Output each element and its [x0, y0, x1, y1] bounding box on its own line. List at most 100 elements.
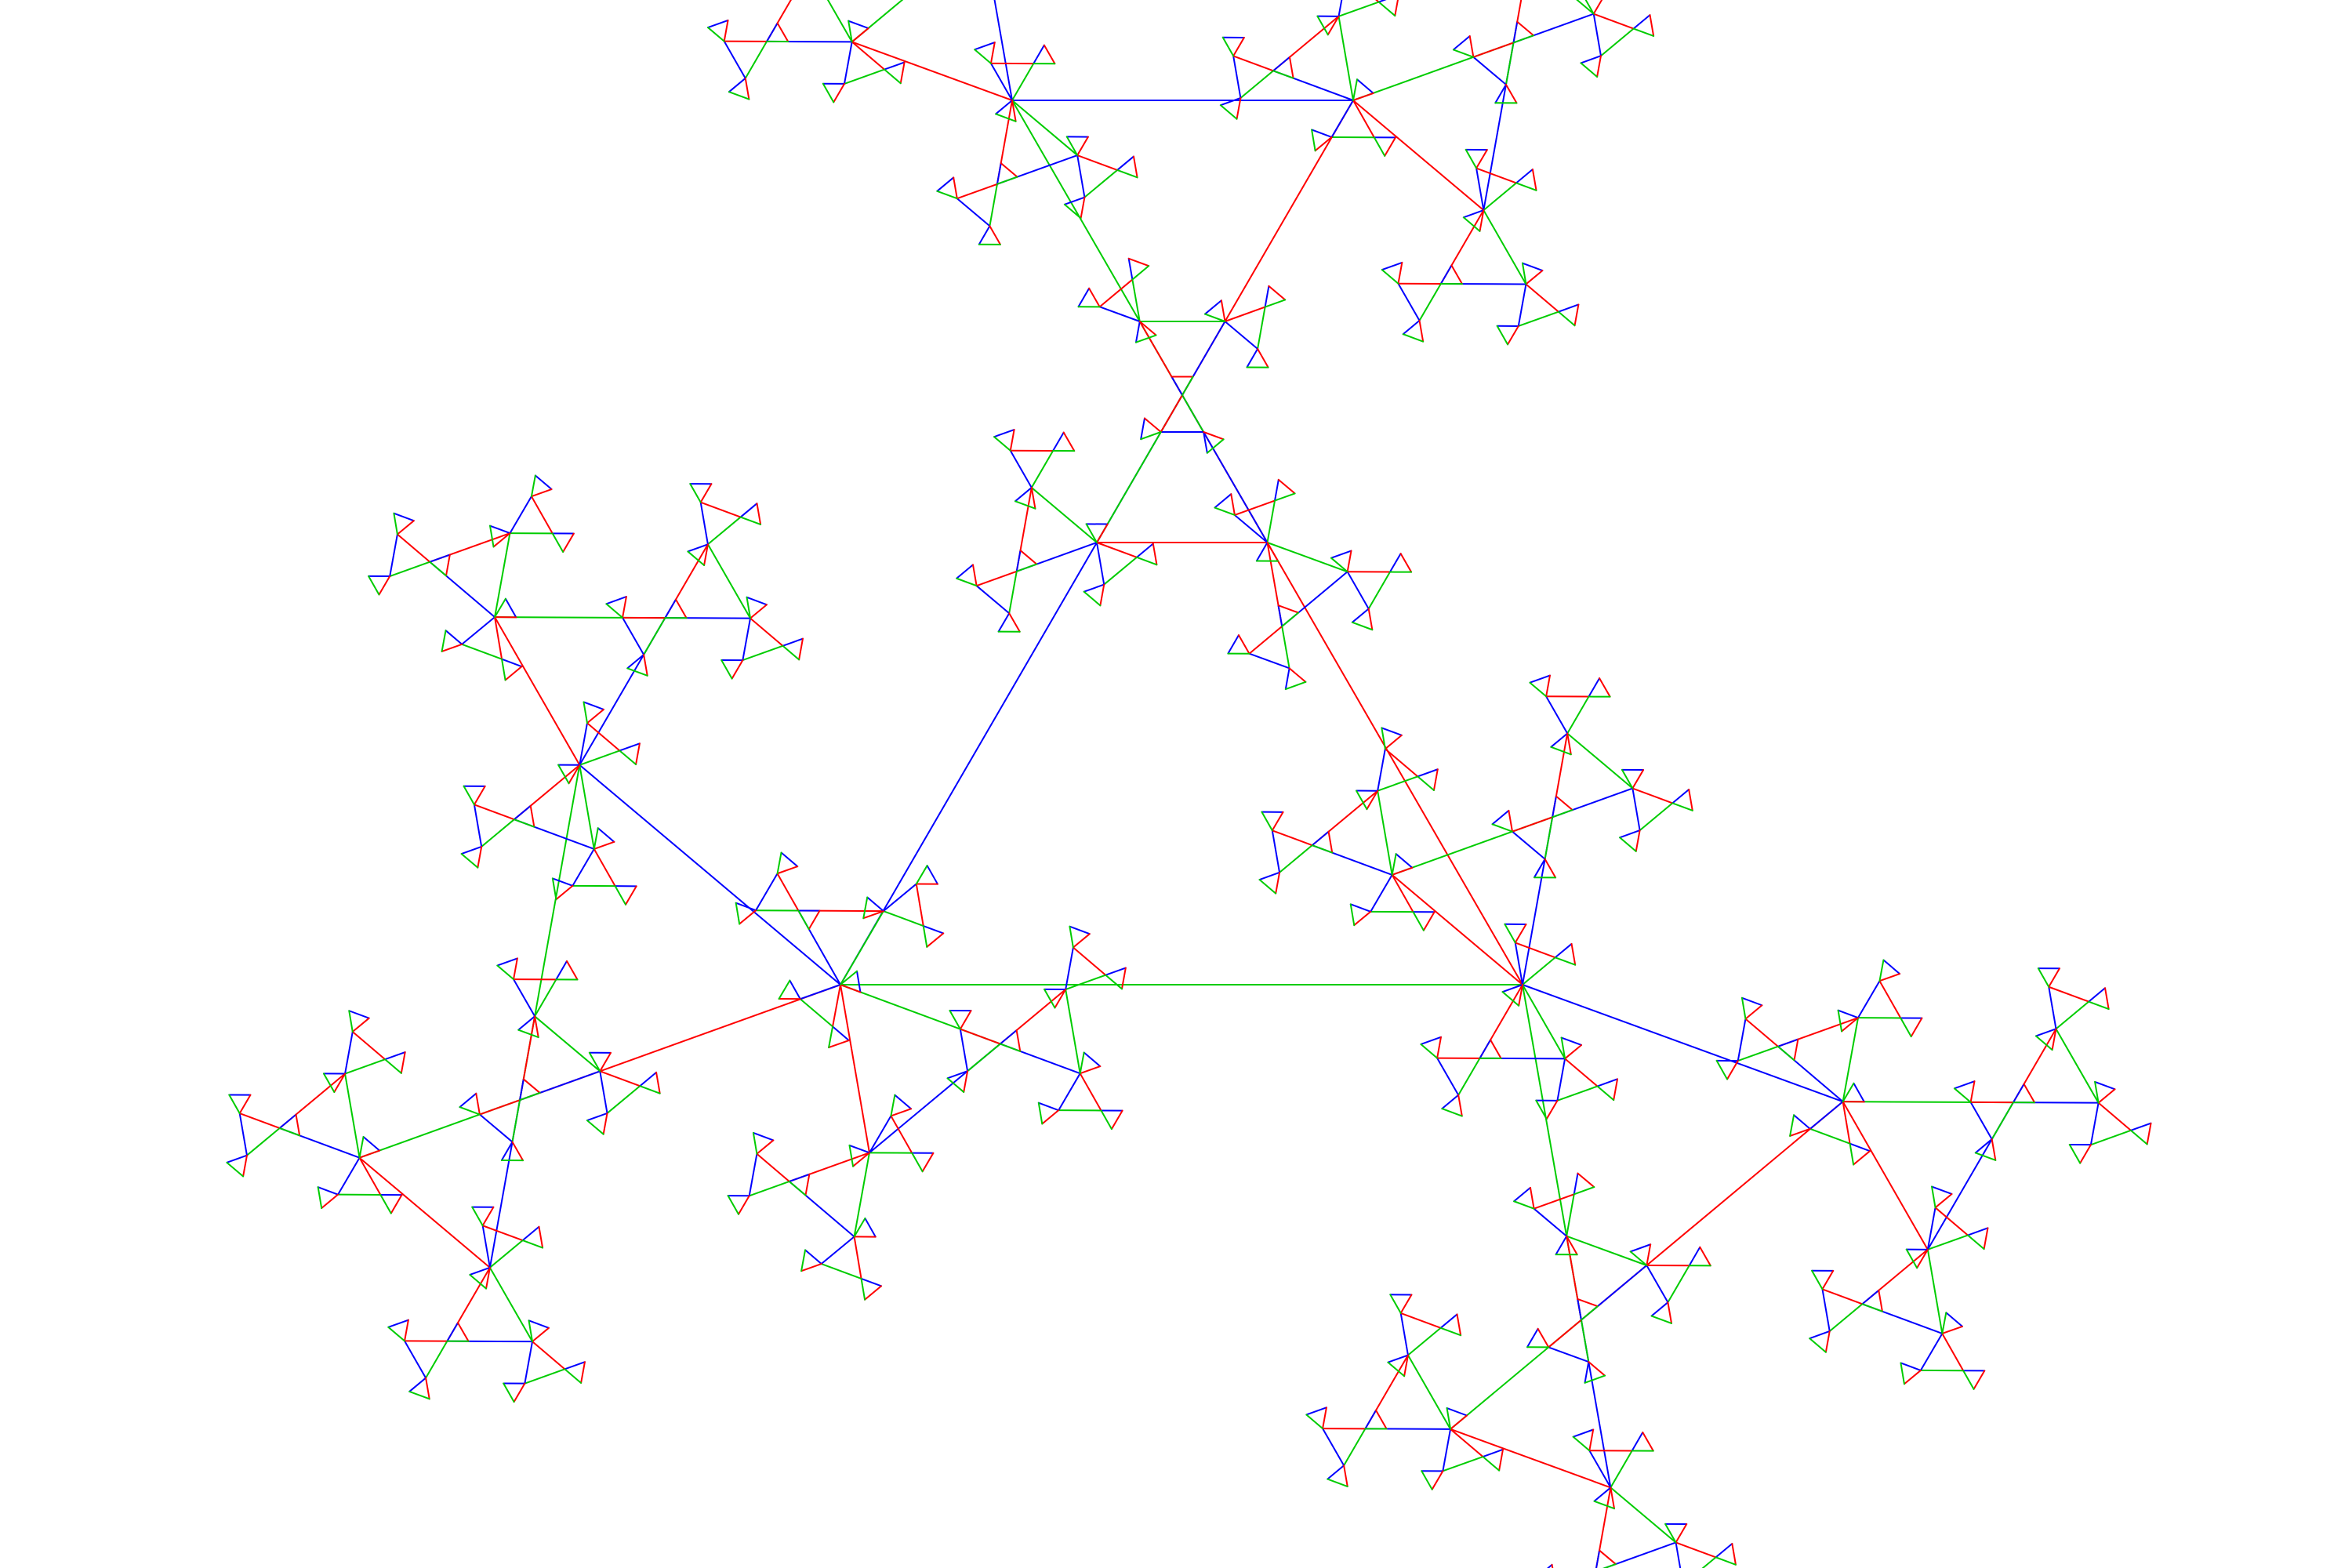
- fractal-edge: [1377, 1, 1396, 17]
- fractal-edge: [1573, 1186, 1595, 1196]
- fractal-edge: [1910, 1017, 1923, 1038]
- fractal-edge: [1266, 499, 1276, 543]
- fractal-edge: [1103, 556, 1138, 586]
- fractal-edge: [1596, 1078, 1619, 1087]
- fractal-edge: [400, 1051, 406, 1074]
- fractal-edge: [1377, 748, 1386, 792]
- fractal-edge: [511, 1141, 524, 1162]
- fractal-edge: [864, 1217, 877, 1238]
- fractal-edge: [723, 40, 746, 79]
- fractal-edge: [1580, 55, 1602, 64]
- fractal-edge: [501, 658, 523, 668]
- fractal-edge: [840, 984, 870, 1154]
- fractal-edge: [1533, 1193, 1575, 1210]
- fractal-edge: [699, 501, 742, 518]
- fractal-edge: [755, 873, 779, 912]
- fractal-edge: [1566, 732, 1634, 789]
- fractal-edge: [926, 932, 945, 948]
- fractal-edge: [752, 1131, 775, 1142]
- fractal-edge: [1352, 92, 1374, 101]
- fractal-edge: [1599, 1549, 1617, 1566]
- fractal-edge: [593, 840, 615, 850]
- fractal-edge: [1646, 1243, 1652, 1266]
- fractal-edge: [555, 960, 568, 981]
- fractal-edge: [564, 1368, 583, 1384]
- fractal-edge: [706, 516, 742, 546]
- fractal-edge: [1821, 1288, 1831, 1332]
- fractal-edge: [1395, 853, 1414, 869]
- fractal-edge: [1610, 1450, 1633, 1489]
- fractal-edge: [1588, 1361, 1606, 1377]
- fractal-edge: [738, 1195, 750, 1215]
- fractal-edge: [1983, 1227, 1989, 1250]
- fractal-edge: [1377, 775, 1419, 792]
- fractal-edge: [519, 1078, 524, 1102]
- fractal-edge: [967, 1043, 1001, 1073]
- fractal-edge: [1063, 196, 1086, 205]
- fractal-edge: [586, 1120, 604, 1135]
- fractal-edge: [1227, 634, 1240, 655]
- fractal-edge: [1514, 923, 1527, 944]
- fractal-edge: [1030, 486, 1098, 543]
- fractal-edge: [639, 1071, 658, 1087]
- fractal-edge: [1233, 499, 1276, 516]
- fractal-edge: [2079, 1144, 2092, 1164]
- fractal-edge: [1664, 1523, 1677, 1544]
- fractal-edge: [1632, 787, 1641, 832]
- fractal-edge: [1255, 542, 1269, 562]
- fractal-edge: [1529, 681, 1548, 698]
- fractal-edge: [1450, 1414, 1468, 1430]
- fractal-edge: [1450, 1428, 1612, 1489]
- fractal-edge: [1966, 1227, 1989, 1236]
- fractal-edge: [517, 1015, 536, 1031]
- fractal-edge: [504, 666, 523, 681]
- fractal-edge: [1096, 523, 1109, 543]
- fractal-edge: [1431, 1470, 1444, 1490]
- fractal-edge: [1221, 36, 1235, 57]
- fractal-edge: [1592, 0, 1603, 15]
- fractal-edge: [1564, 1058, 1599, 1087]
- fractal-edge: [978, 225, 991, 245]
- fractal-edge: [446, 1322, 459, 1342]
- fractal-edge: [1083, 583, 1105, 593]
- fractal-edge: [1076, 154, 1119, 171]
- fractal-edge: [1065, 974, 1107, 991]
- fractal-edge: [1338, 15, 1354, 101]
- fractal-edge: [742, 617, 752, 662]
- fractal-edge: [1069, 925, 1091, 935]
- fractal-edge: [351, 1031, 387, 1061]
- fractal-edge: [1248, 625, 1283, 655]
- fractal-edge: [1030, 486, 1036, 510]
- fractal-edge: [707, 19, 729, 29]
- fractal-edge: [739, 516, 762, 525]
- fractal-edge: [999, 1043, 1022, 1052]
- fractal-edge: [1152, 543, 1158, 566]
- fractal-edge: [1522, 984, 1566, 1060]
- fractal-edge: [1504, 42, 1515, 85]
- fractal-edge: [599, 1070, 608, 1114]
- fractal-edge: [619, 750, 637, 766]
- fractal-edge: [459, 1106, 481, 1116]
- fractal-edge: [776, 866, 799, 875]
- fractal-edge: [993, 0, 1013, 101]
- fractal-edge: [1945, 1312, 1963, 1327]
- fractal-edge: [687, 550, 706, 567]
- fractal-edge: [1517, 283, 1527, 327]
- fractal-edge: [1015, 550, 1022, 572]
- fractal-edge: [1861, 1289, 1880, 1305]
- fractal-edge: [1919, 1332, 1944, 1371]
- fractal-edge: [1512, 830, 1546, 860]
- fractal-edge: [922, 925, 945, 935]
- fractal-edge: [461, 643, 503, 660]
- fractal-edge: [494, 532, 511, 619]
- fractal-edge: [851, 41, 1013, 101]
- fractal-edge: [1327, 830, 1334, 854]
- fractal-edge: [557, 764, 570, 785]
- fractal-edge: [1439, 1327, 1462, 1337]
- fractal-edge: [393, 512, 398, 535]
- fractal-edge: [1352, 100, 1375, 139]
- fractal-edge: [1220, 299, 1226, 322]
- fractal-edge: [1501, 984, 1523, 993]
- fractal-edge: [1518, 984, 1523, 1007]
